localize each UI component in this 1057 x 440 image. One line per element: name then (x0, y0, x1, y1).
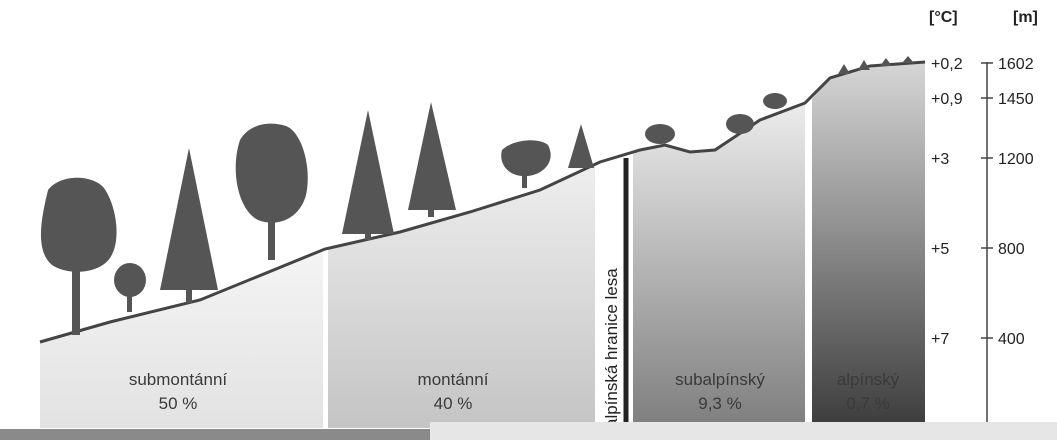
zone-share-alpine: 0,7 % (846, 394, 889, 413)
zone-share-submontane: 50 % (159, 394, 198, 413)
bottom-bar-left (0, 429, 430, 440)
scale-row: +5 800 (931, 241, 1025, 258)
treeline-label: alpínská hranice lesa (602, 268, 621, 428)
band-montane (328, 165, 595, 428)
band-subalpine (633, 103, 805, 428)
scale-row: +3 1200 (931, 151, 1034, 168)
vegetation-silhouettes (40, 56, 914, 335)
band-submontane (40, 250, 323, 428)
zone-labels: submontánní 50 % montánní 40 % subalpíns… (129, 370, 900, 413)
alpine-meadow-icon (838, 56, 914, 74)
conifer-tree-icon (342, 110, 394, 240)
elevation-tick: 1450 (998, 91, 1034, 108)
temperature-tick: +5 (931, 241, 949, 258)
temperature-tick: +0,2 (931, 56, 963, 73)
temperature-tick: +0,9 (931, 91, 963, 108)
conifer-tree-icon (408, 102, 456, 217)
bottom-bar-right (430, 422, 1057, 440)
small-conifer-icon (568, 124, 594, 168)
zone-label-submontane: submontánní (129, 370, 228, 389)
scale-row: +0,2 1602 (931, 56, 1034, 73)
elevation-tick: 800 (998, 241, 1025, 258)
climate-elevation-scale: [°C] [m] +0,2 1602 +0,9 1450 +3 1200 +5 … (929, 9, 1038, 428)
zone-label-montane: montánní (418, 370, 489, 389)
deciduous-tree-icon (40, 177, 117, 335)
conifer-tree-icon (160, 148, 218, 303)
temperature-axis-header: [°C] (929, 9, 958, 26)
shrub-tree-icon (501, 140, 551, 188)
zone-share-montane: 40 % (434, 394, 473, 413)
zone-label-subalpine: subalpínský (675, 370, 765, 389)
small-deciduous-tree-icon (114, 263, 146, 312)
dwarf-pine-icon (645, 93, 787, 144)
temperature-tick: +3 (931, 151, 949, 168)
zone-label-alpine: alpínský (837, 370, 900, 389)
temperature-tick: +7 (931, 331, 949, 348)
terrain-profile (39, 60, 926, 344)
zone-share-subalpine: 9,3 % (698, 394, 741, 413)
deciduous-tree-icon (235, 123, 308, 260)
scale-row: +0,9 1450 (931, 91, 1034, 108)
elevation-tick: 400 (998, 331, 1025, 348)
band-alpine (812, 62, 925, 428)
zone-bands (40, 62, 925, 428)
elevation-tick: 1200 (998, 151, 1034, 168)
elevation-axis-header: [m] (1013, 9, 1038, 26)
elevation-tick: 1602 (998, 56, 1034, 73)
scale-row: +7 400 (931, 331, 1025, 348)
